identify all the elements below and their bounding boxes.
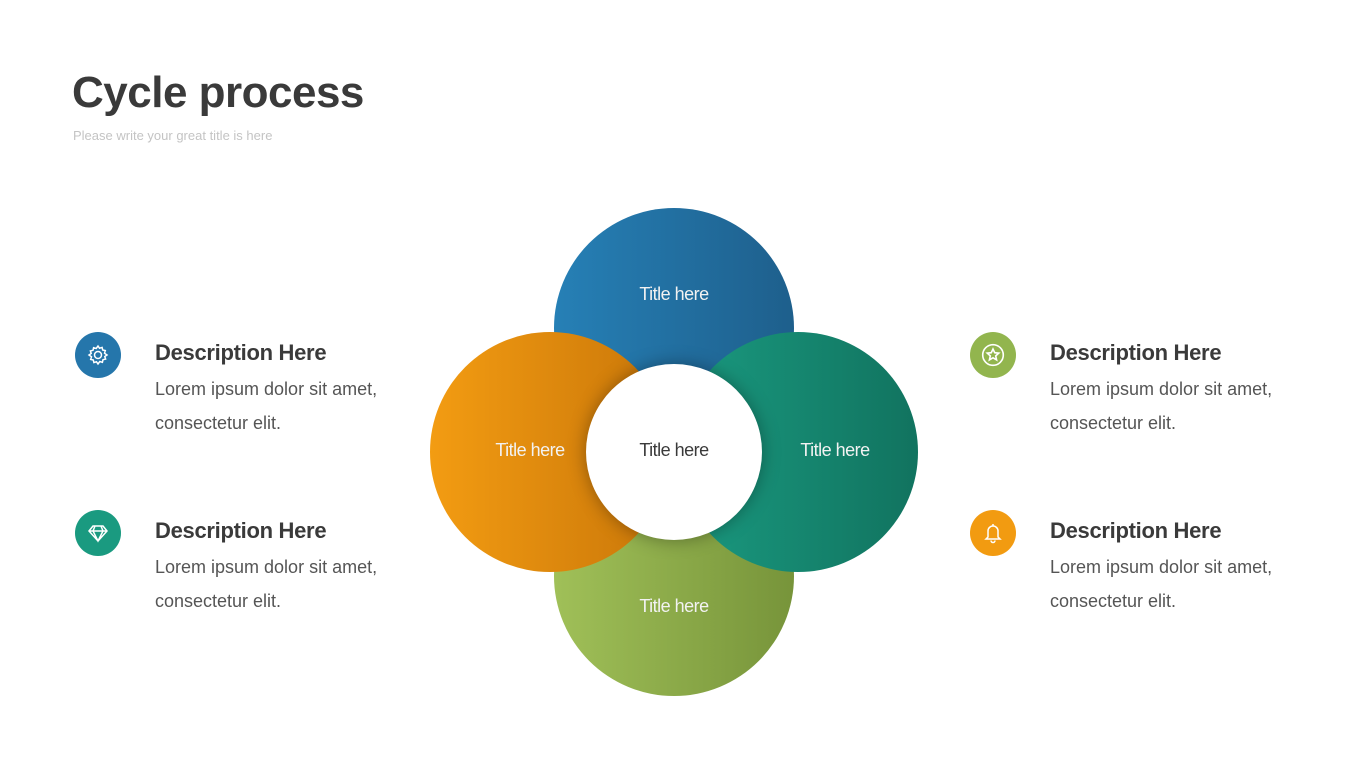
circle-top-label: Title here: [639, 284, 709, 304]
star-badge-icon: [970, 332, 1016, 378]
circle-center: Title here: [586, 364, 762, 540]
gear-icon: [75, 332, 121, 378]
description-block: Description Here Lorem ipsum dolor sit a…: [155, 340, 415, 440]
description-title: Description Here: [155, 518, 327, 543]
description-line: Lorem ipsum dolor sit amet,: [1050, 379, 1273, 399]
page-title: Cycle process: [72, 68, 364, 117]
description-title: Description Here: [1050, 518, 1222, 543]
description-line: consectetur elit.: [155, 413, 282, 433]
diamond-icon: [75, 510, 121, 556]
description-line: consectetur elit.: [1050, 413, 1177, 433]
description-block: Description Here Lorem ipsum dolor sit a…: [155, 518, 415, 618]
description-title: Description Here: [1050, 340, 1222, 365]
page-subtitle: Please write your great title is here: [73, 128, 273, 143]
description-line: Lorem ipsum dolor sit amet,: [155, 379, 378, 399]
circle-center-label: Title here: [639, 440, 709, 460]
description-line: Lorem ipsum dolor sit amet,: [155, 557, 378, 577]
circle-left-label: Title here: [495, 440, 565, 460]
description-line: consectetur elit.: [1050, 591, 1177, 611]
description-block: Description Here Lorem ipsum dolor sit a…: [1050, 340, 1310, 440]
description-block: Description Here Lorem ipsum dolor sit a…: [1050, 518, 1310, 618]
circle-bottom-label: Title here: [639, 596, 709, 616]
description-line: Lorem ipsum dolor sit amet,: [1050, 557, 1273, 577]
bell-icon: [970, 510, 1016, 556]
circle-right-label: Title here: [800, 440, 870, 460]
description-line: consectetur elit.: [155, 591, 282, 611]
description-title: Description Here: [155, 340, 327, 365]
